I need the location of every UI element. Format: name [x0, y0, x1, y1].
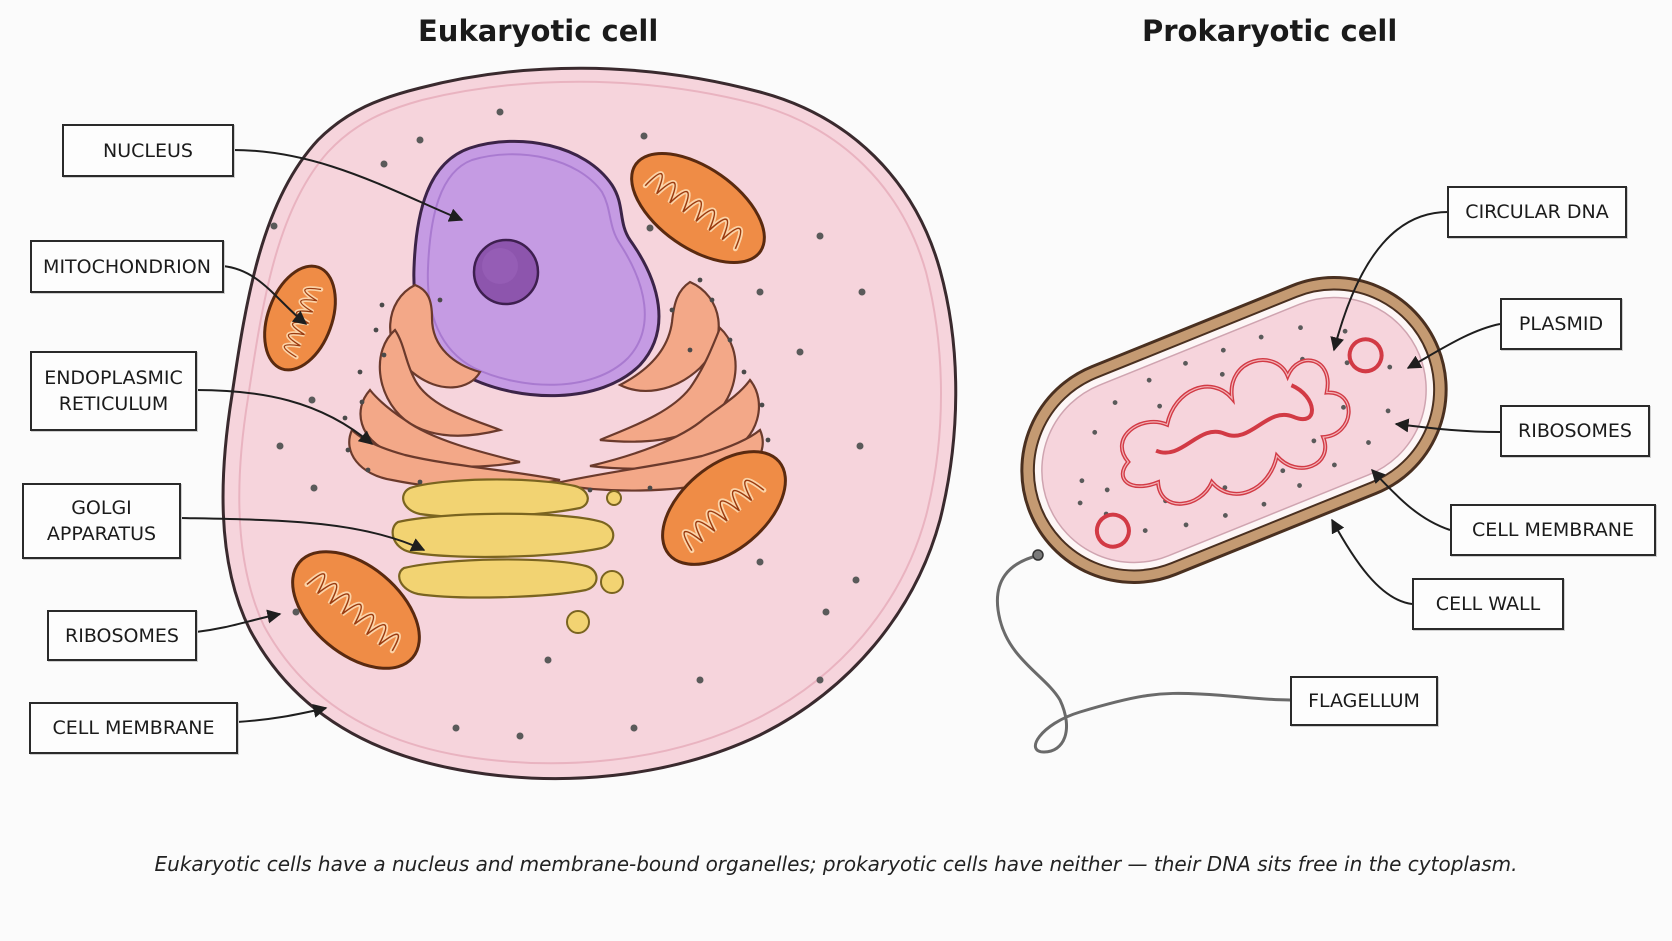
leader-nucleus	[232, 149, 464, 222]
leader-cell-membrane-pro	[1371, 468, 1451, 531]
label-flagellum: FLAGELLUM	[1290, 676, 1438, 726]
label-circular-dna: CIRCULAR DNA	[1447, 186, 1627, 238]
prokaryotic-cytoplasm	[1041, 296, 1427, 564]
flagellum	[995, 553, 1291, 754]
mitochondrion-3	[661, 450, 787, 566]
label-nucleus: NUCLEUS	[62, 124, 234, 177]
leader-er	[195, 389, 374, 445]
mitochondrion-1	[630, 151, 766, 265]
plasmid-2	[1094, 512, 1131, 549]
prokaryotic-ribosomes	[1077, 325, 1393, 533]
label-ribosomes-prokaryotic: RIBOSOMES	[1500, 405, 1650, 457]
plasmid-1	[1347, 337, 1384, 374]
eukaryotic-leader-lines	[179, 149, 464, 723]
label-cell-wall: CELL WALL	[1412, 578, 1564, 630]
golgi-vesicles	[566, 490, 624, 634]
prokaryotic-leader-lines	[1330, 211, 1501, 605]
endoplasmic-reticulum	[348, 280, 764, 492]
leader-mitochondrion	[222, 265, 308, 325]
eukaryotic-title: Eukaryotic cell	[418, 14, 659, 48]
label-golgi-apparatus: GOLGI APPARATUS	[22, 483, 181, 559]
label-cell-membrane-eukaryotic: CELL MEMBRANE	[29, 702, 238, 754]
leader-plasmid	[1406, 323, 1501, 369]
label-mitochondrion: MITOCHONDRION	[30, 240, 224, 293]
prokaryotic-cell	[995, 276, 1448, 754]
golgi-apparatus	[391, 478, 615, 599]
label-cell-membrane-prokaryotic: CELL MEMBRANE	[1450, 504, 1656, 556]
leader-ribosomes-eu	[195, 609, 282, 633]
leader-ribosomes-pro	[1394, 418, 1501, 433]
prokaryotic-title: Prokaryotic cell	[1142, 14, 1398, 48]
label-endoplasmic-reticulum: ENDOPLASMIC RETICULUM	[30, 351, 197, 431]
label-ribosomes-eukaryotic: RIBOSOMES	[47, 610, 197, 661]
free-ribosomes	[270, 108, 866, 740]
nucleus	[412, 139, 661, 398]
leader-golgi	[179, 517, 426, 551]
leader-cell-membrane-eu	[236, 704, 328, 723]
plasmids	[1094, 337, 1384, 549]
leader-cell-wall	[1331, 518, 1413, 605]
caption: Eukaryotic cells have a nucleus and memb…	[154, 852, 1518, 876]
eukaryotic-cytoplasm-inner-line	[238, 80, 942, 765]
label-plasmid: PLASMID	[1500, 298, 1622, 350]
mitochondrion-4	[291, 550, 421, 670]
leader-circular-dna	[1330, 211, 1449, 352]
eukaryotic-cell	[221, 66, 958, 780]
